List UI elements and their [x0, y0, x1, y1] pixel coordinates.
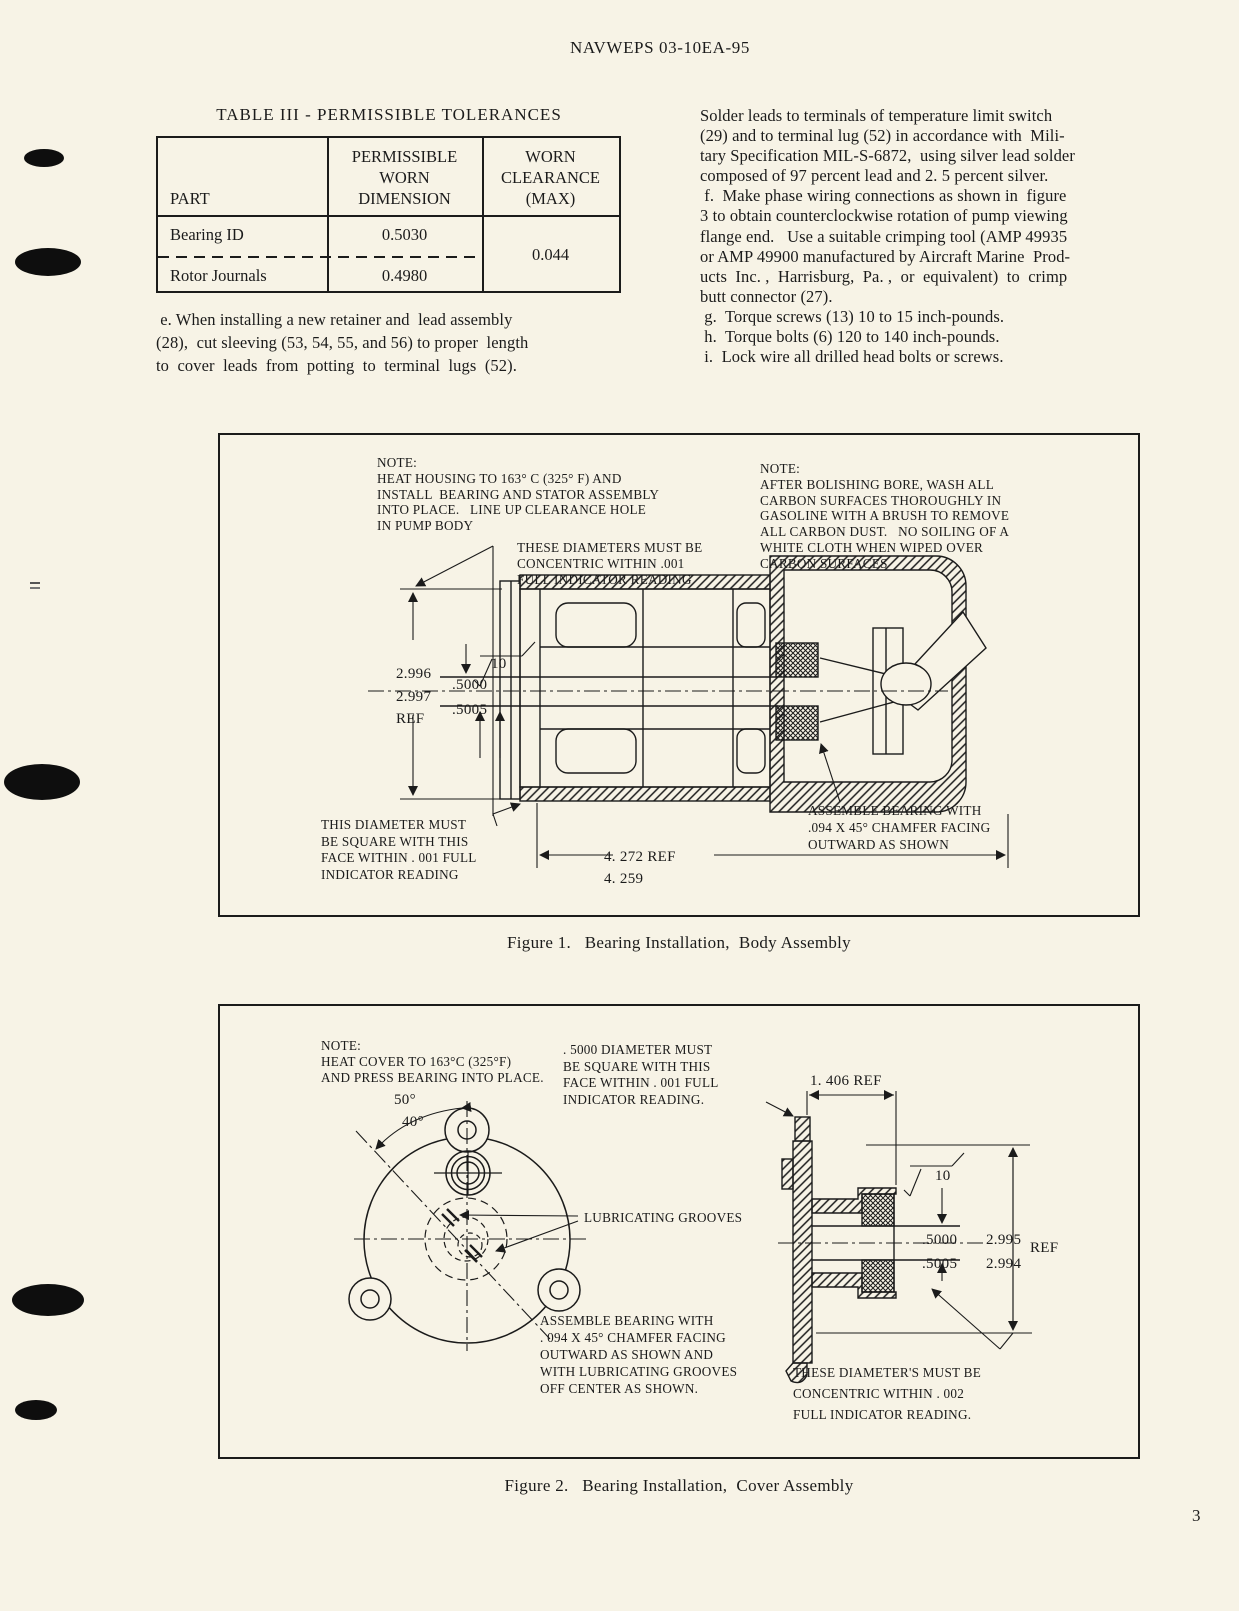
figure2-surface-finish: 10 [935, 1168, 951, 1184]
figure2-frame [218, 1004, 1140, 1459]
scan-artifact-mark [30, 587, 40, 589]
scan-artifact-dot [24, 149, 64, 167]
table-cell-dimension: 0.4980 [381, 266, 428, 285]
figure1-note-carbon: NOTE: AFTER BOLISHING BORE, WASH ALL CAR… [760, 461, 1010, 571]
figure1-frame [218, 433, 1140, 917]
table-cell-part: Bearing ID [170, 225, 244, 244]
figure1-drawing [368, 545, 1009, 868]
table-column-divider [482, 138, 484, 291]
table-header-worn-clearance: WORN CLEARANCE (MAX) [501, 147, 600, 208]
figure2-dim-od: 2.995 2.994 [986, 1232, 1022, 1272]
page-number: 3 [1192, 1506, 1201, 1525]
table-title: TABLE III - PERMISSIBLE TOLERANCES [216, 105, 562, 124]
figure1-dim-length: 4. 272 REF 4. 259 [604, 849, 676, 887]
figure2-label-chamfer: ASSEMBLE BEARING WITH . 094 X 45° CHAMFE… [540, 1313, 738, 1396]
figure1-label-square: THIS DIAMETER MUST BE SQUARE WITH THIS F… [321, 817, 477, 882]
table-cell-dimension: 0.5030 [381, 225, 428, 244]
figure1-label-concentric: THESE DIAMETERS MUST BE CONCENTRIC WITHI… [517, 540, 703, 587]
figure1-label-chamfer: ASSEMBLE BEARING WITH .094 X 45° CHAMFER… [808, 803, 991, 852]
figure2-dim-bore: .5000 .5005 [922, 1232, 958, 1272]
figure2-label-concentric: THESE DIAMETER'S MUST BE CONCENTRIC WITH… [793, 1365, 982, 1422]
figure1-dim-od: 2.996 2.997 REF [396, 666, 432, 727]
paragraph-e: e. When installing a new retainer and le… [156, 310, 529, 375]
scan-artifact-dot [4, 764, 80, 800]
table-cell-worn-clearance: 0.044 [531, 245, 570, 264]
table-dashed-divider [158, 256, 482, 258]
scan-artifact-dot [12, 1284, 84, 1316]
figure1-surface-finish: 10 [491, 656, 507, 672]
figure2-dim-flange: 1. 406 REF [810, 1073, 882, 1089]
figure1-dim-bore: .5000 .5005 [452, 677, 488, 718]
table-header-worn-dimension: PERMISSIBLE WORN DIMENSION [351, 147, 458, 208]
figure2-dim-od-ref: REF [1030, 1240, 1059, 1256]
table-cell-part: Rotor Journals [170, 266, 267, 285]
figure1-note-heat-housing: NOTE: HEAT HOUSING TO 163° C (325° F) AN… [377, 455, 660, 534]
table-header-divider [158, 215, 619, 217]
right-column-text: Solder leads to terminals of temperature… [700, 106, 1075, 367]
figure2-label-grooves: LUBRICATING GROOVES [584, 1210, 743, 1225]
tolerances-table: PART PERMISSIBLE WORN DIMENSION WORN CLE… [156, 136, 621, 293]
scan-artifact-dot [15, 248, 81, 276]
scan-artifact-mark [30, 582, 40, 584]
table-column-divider [327, 138, 329, 291]
figure2-angle-outer: 50° [394, 1092, 416, 1108]
table-header-part: PART [170, 189, 210, 208]
scan-artifact-dot [15, 1400, 57, 1420]
figure2-angle-inner: 40° [402, 1114, 424, 1130]
figure1-caption: Figure 1. Bearing Installation, Body Ass… [507, 933, 851, 952]
figure2-label-square: . 5000 DIAMETER MUST BE SQUARE WITH THIS… [563, 1042, 719, 1107]
figure2-caption: Figure 2. Bearing Installation, Cover As… [504, 1476, 854, 1495]
figure2-drawing [348, 1090, 1032, 1384]
page-header: NAVWEPS 03-10EA-95 [569, 38, 750, 57]
figure2-note-heat-cover: NOTE: HEAT COVER TO 163°C (325°F) AND PR… [321, 1038, 544, 1085]
